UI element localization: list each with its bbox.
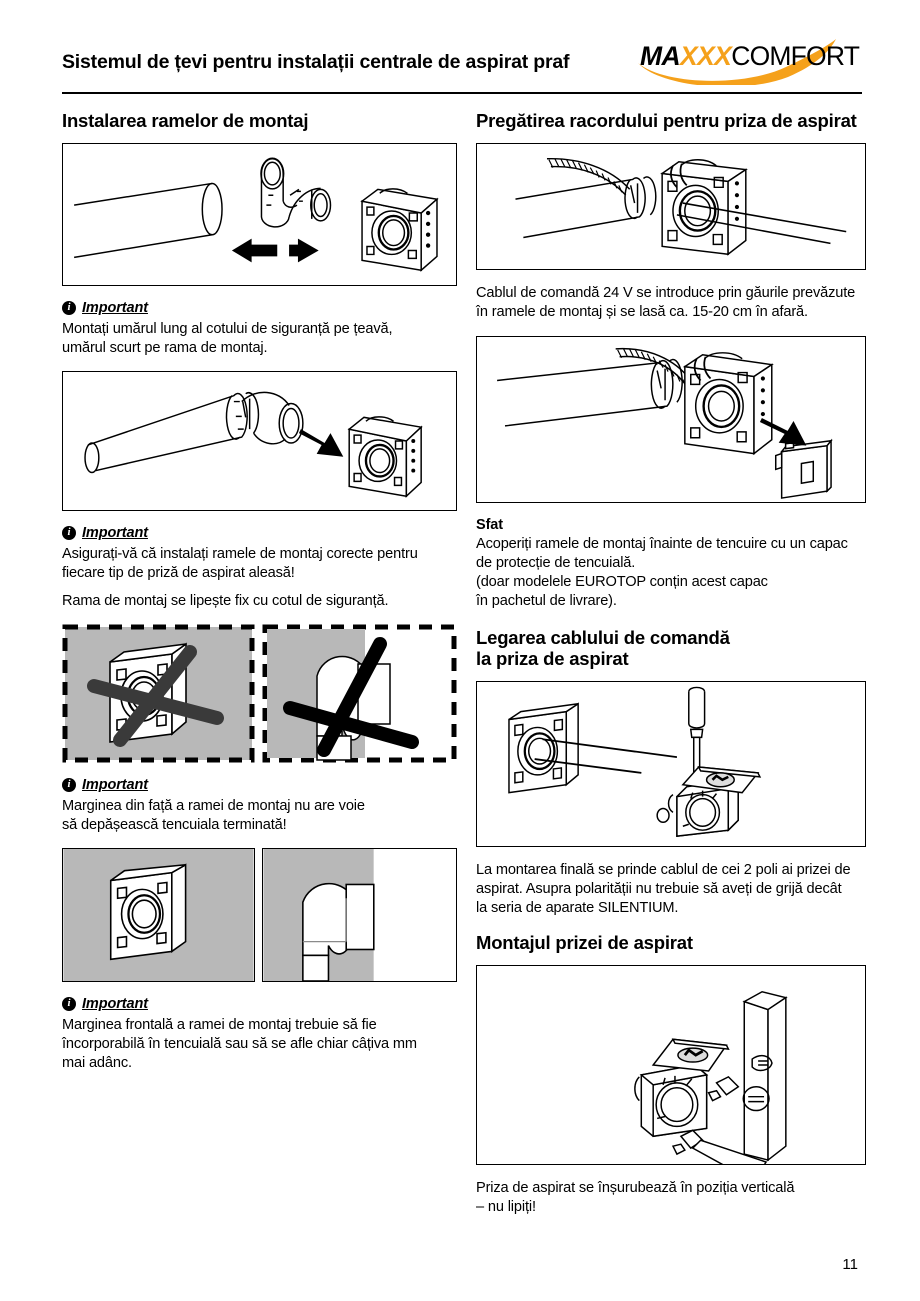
info-icon: i [62, 525, 76, 540]
figure-screw-socket-vertical [476, 965, 866, 1166]
paragraph-mount-socket: Priza de aspirat se înșurubează în poziț… [476, 1180, 795, 1215]
plaster-protection-cap-insertion [497, 347, 833, 499]
pipe-with-elbow-and-frame-arrow [84, 391, 423, 498]
wrong-frame-protruding-crossed-out [62, 624, 255, 763]
note-label: Important [82, 299, 148, 316]
insert-arrow-icon [298, 428, 344, 457]
note-important-2: i Important Asigurați-vă că instalați ra… [62, 525, 457, 611]
section-heading-prepare-connection: Pregătirea racordului pentru priza de as… [476, 110, 857, 131]
logo-wordmark: MAXXXCOMFORT [640, 41, 860, 72]
header-divider [62, 92, 862, 94]
note-text: Marginea frontală a ramei de montaj treb… [62, 1016, 417, 1071]
note-header: i Important [62, 996, 457, 1012]
note-important-4: i Important Marginea frontală a ramei de… [62, 996, 457, 1073]
page-title: Sistemul de țevi pentru instalații centr… [62, 50, 570, 73]
figure-pipe-elbow-frame-arrow [62, 370, 457, 511]
note-important-3: i Important Marginea din față a ramei de… [62, 777, 457, 835]
figure-connect-cable-socket [476, 681, 866, 848]
right-arrow-icon [289, 238, 319, 263]
frame-flush-in-plaster [63, 848, 254, 981]
elbow-recessed-section-view [263, 848, 456, 981]
figure-pipe-elbow-frame-exploded [62, 142, 457, 286]
cross-out-mark [283, 636, 419, 757]
logo-ma: MA [640, 41, 681, 71]
left-column: Instalarea ramelor de montaj [62, 110, 457, 1086]
insert-arrow-icon [759, 417, 807, 446]
logo-comfort: COMFORT [731, 41, 860, 71]
section-heading-mount-socket: Montajul prizei de aspirat [476, 932, 693, 954]
note-header: i Important [62, 525, 457, 541]
info-icon: i [62, 300, 76, 315]
tip-label: Sfat [476, 516, 503, 533]
right-column: Pregătirea racordului pentru priza de as… [476, 110, 866, 1217]
tip-block: Sfat Acoperiți ramele de montaj înainte … [476, 517, 866, 611]
note-text-primary: Asigurați-vă că instalați ramele de mont… [62, 545, 418, 581]
note-label: Important [82, 524, 148, 541]
left-arrow-icon [231, 238, 278, 263]
note-header: i Important [62, 300, 457, 316]
figure-elbow-recessed [262, 847, 457, 982]
paragraph-connect-cable: La montarea finală se prinde cablul de c… [476, 862, 851, 917]
figure-frame-flush-plaster [62, 847, 255, 982]
page-header: Sistemul de țevi pentru instalații centr… [62, 39, 862, 85]
note-header: i Important [62, 777, 457, 793]
page-number: 11 [842, 1256, 858, 1273]
figure-plaster-cap [476, 335, 866, 503]
note-label: Important [82, 776, 148, 793]
section-heading-connect-cable: Legarea cablului de comandă la priza de … [476, 626, 730, 670]
note-label: Important [82, 995, 148, 1012]
section-heading-install-frames: Instalarea ramelor de montaj [62, 110, 309, 131]
info-icon: i [62, 996, 76, 1011]
wrong-elbow-protruding-crossed-out [262, 624, 457, 763]
figure-wrong-frame-protruding [62, 623, 255, 763]
figure-wrong-elbow-protruding [262, 623, 457, 763]
tip-text: Acoperiți ramele de montaj înainte de te… [476, 535, 848, 609]
cross-out-mark [87, 644, 224, 747]
figure-control-cable-through-frame [476, 142, 866, 270]
info-icon: i [62, 777, 76, 792]
screwing-suction-socket-vertical [634, 990, 788, 1165]
pipe-elbow-mounting-frame-exploded [74, 157, 439, 272]
connecting-cable-to-suction-socket [508, 686, 762, 838]
figure-pair-correct-installs [62, 847, 457, 982]
figure-pair-wrong-installs [62, 623, 457, 763]
note-text: Montați umărul lung al cotului de sigura… [62, 320, 393, 356]
maxxx-comfort-logo: MAXXXCOMFORT [634, 39, 862, 85]
orange-swoosh-icon [638, 39, 836, 85]
logo-xxx: XXX [680, 41, 732, 71]
note-important-1: i Important Montați umărul lung al cotul… [62, 300, 457, 358]
paragraph-control-cable: Cablul de comandă 24 V se introduce prin… [476, 284, 856, 320]
note-text-secondary: Rama de montaj se lipește fix cu cotul d… [62, 592, 389, 609]
note-text: Marginea din față a ramei de montaj nu a… [62, 797, 365, 833]
control-cable-through-mounting-frame [515, 157, 847, 256]
